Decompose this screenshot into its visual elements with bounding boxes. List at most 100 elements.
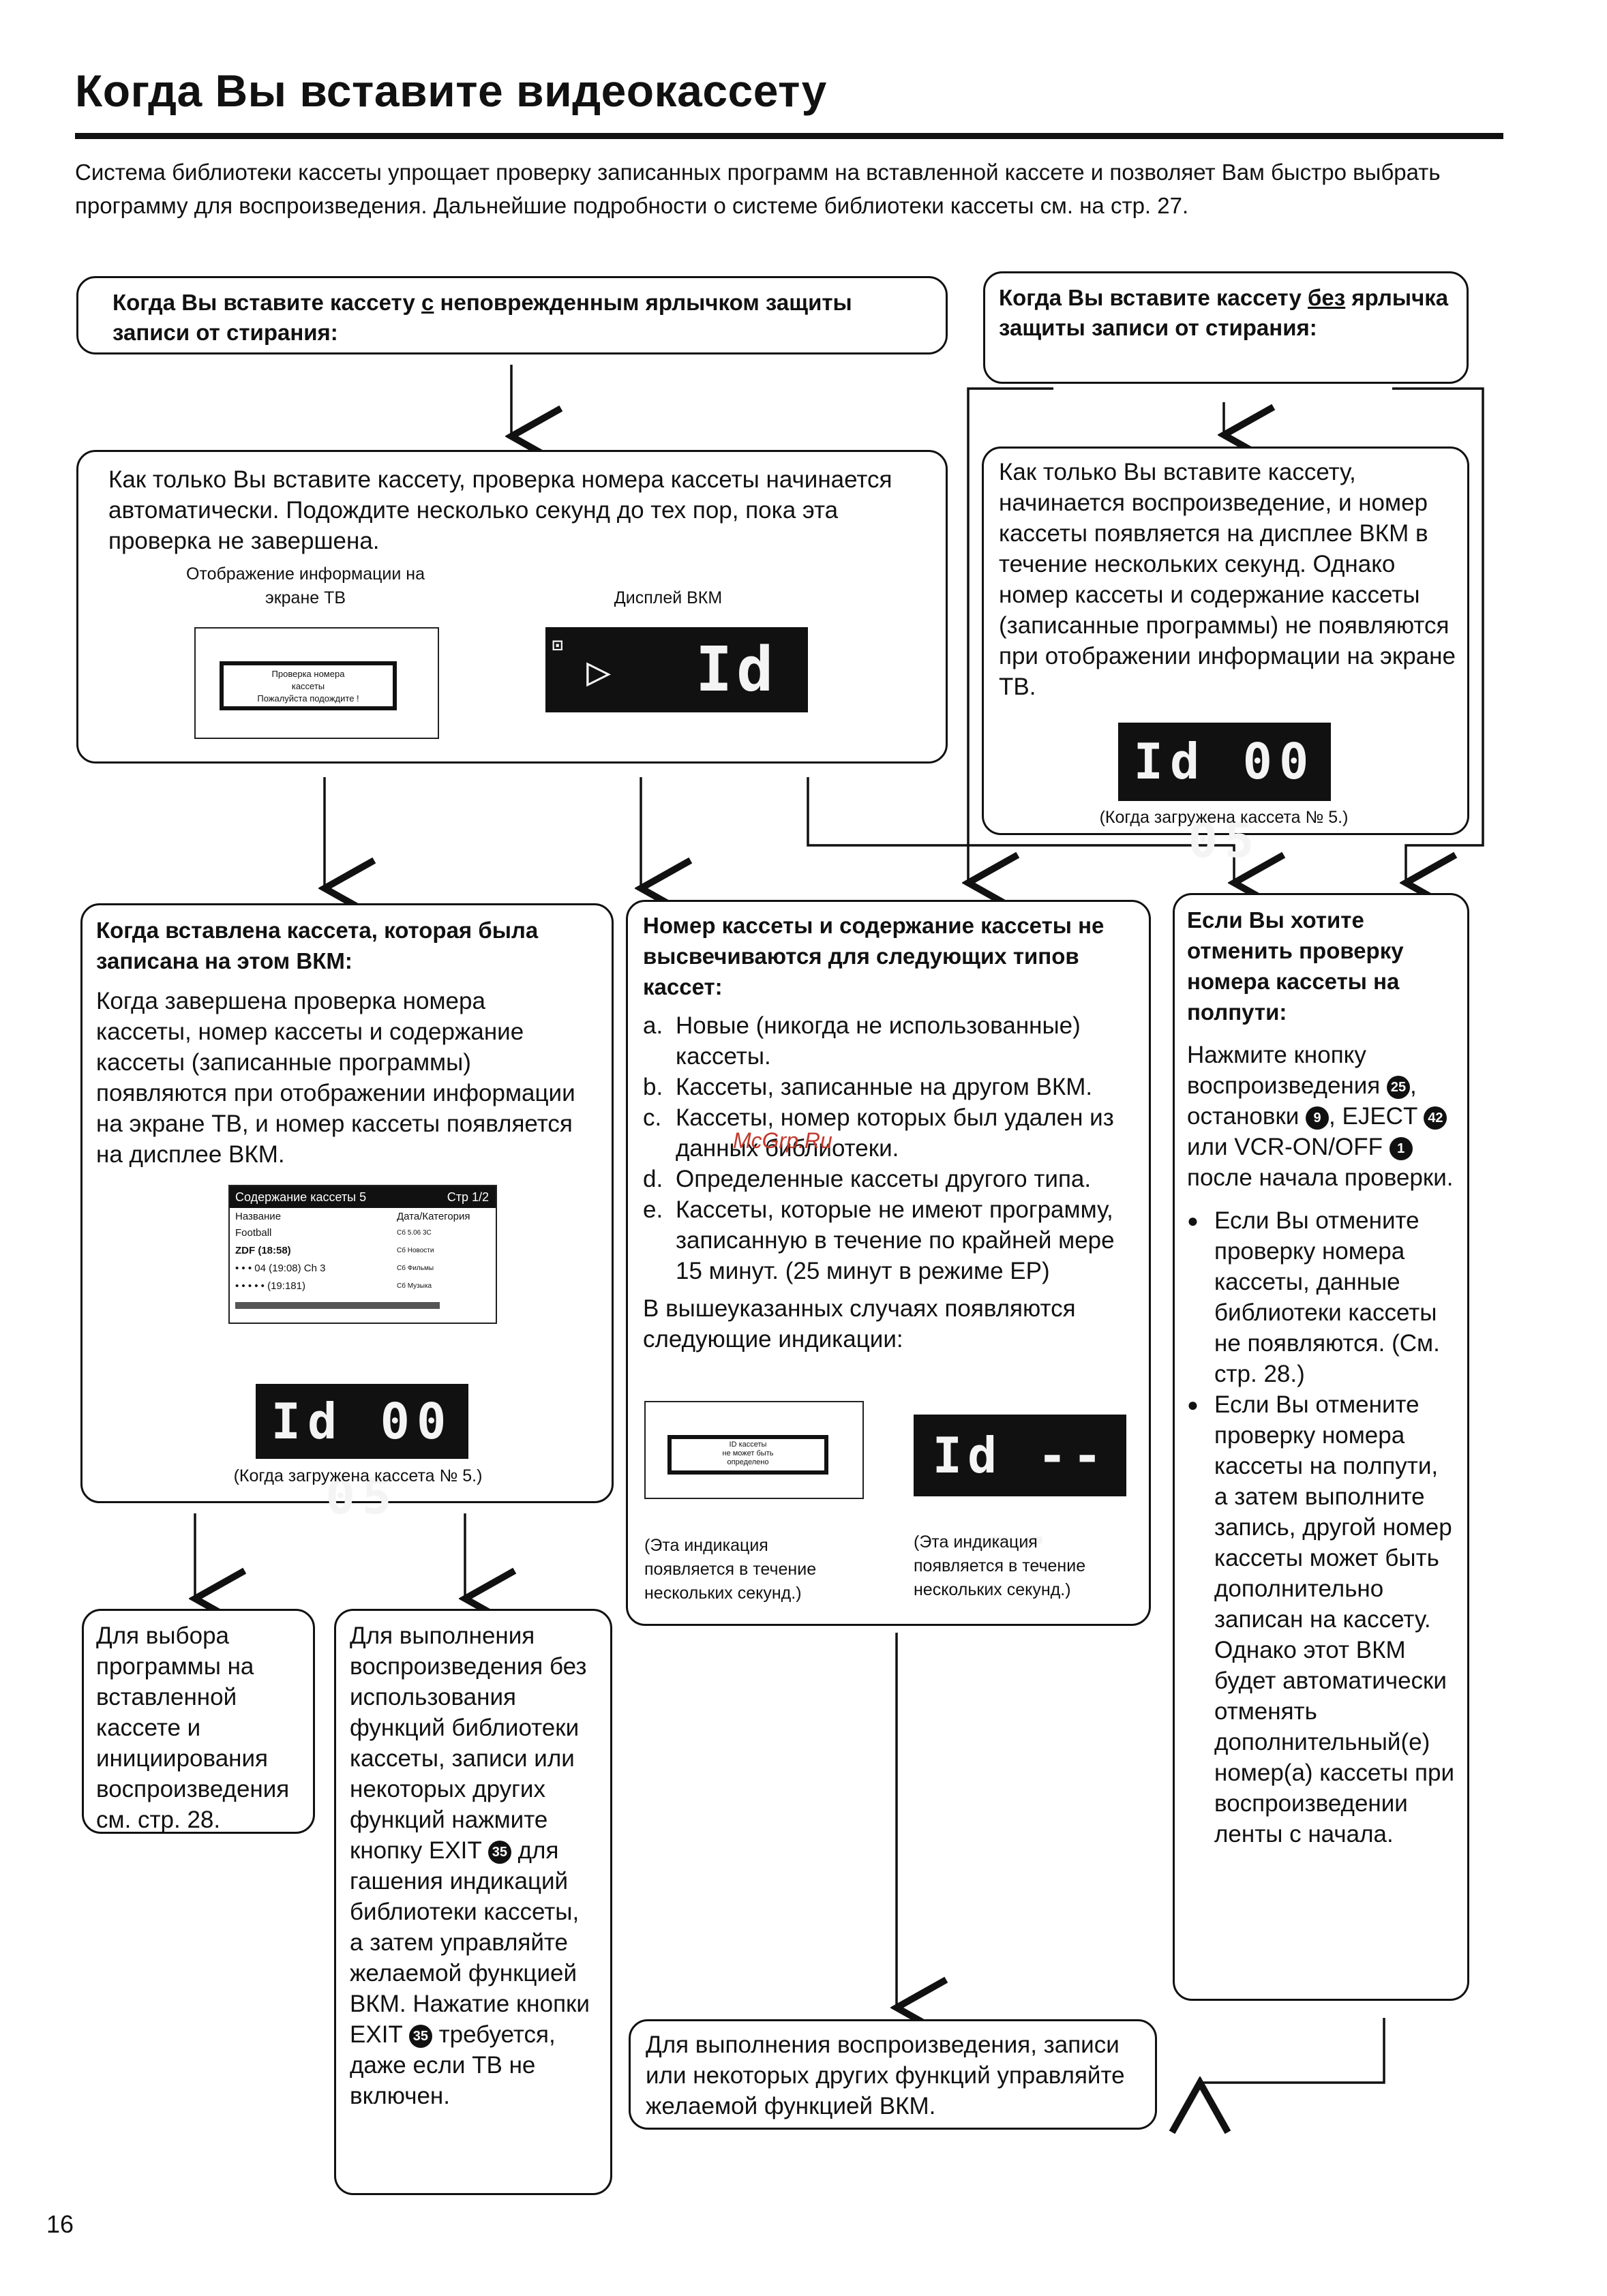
box-exit-instructions: Для выполнения воспроизведения без испол… <box>334 1609 612 2195</box>
item-a-letter: a. <box>643 1012 663 1039</box>
recorded-lcd-caption: (Когда загружена кассета № 5.) <box>233 1466 483 1485</box>
vcr-lcd-cassette-5: Id 00 05 <box>1118 723 1331 868</box>
watermark: McGrp.Ru <box>733 1128 832 1153</box>
not-shown-item-b: b. Кассеты, записанные на другом ВКМ. <box>643 1072 1134 1102</box>
cancel-bullet-2: Если Вы отмените проверку номера кассеты… <box>1187 1389 1455 1849</box>
menu-row-4-date: Сб Музыка <box>397 1282 432 1290</box>
cancel-instructions: Нажмите кнопку воспроизведения 25, остан… <box>1187 1040 1455 1193</box>
box-select-program: Для выбора программы на вставленной касс… <box>82 1609 315 1834</box>
tv-check-line3: Пожалуйста подождите ! <box>257 693 359 704</box>
tv-screen-id-unknown: ID кассеты не может быть определено <box>644 1401 864 1499</box>
tv-checking-message: Проверка номера кассеты Пожалуйста подож… <box>220 661 397 710</box>
playback-lcd-caption: (Когда загружена кассета № 5.) <box>1099 808 1349 827</box>
cancel-text-mid2: , EJECT <box>1329 1103 1424 1130</box>
tv-screen-checking: Проверка номера кассеты Пожалуйста подож… <box>194 627 439 739</box>
menu-row-3[interactable]: • • • 04 (19:08) Ch 3 <box>235 1263 326 1274</box>
menu-body: Название Дата/Категория Football ZDF (18… <box>230 1208 496 1320</box>
box-without-tab: Когда Вы вставите кассету без ярлычка за… <box>983 271 1469 384</box>
item-c-text: Кассеты, номер которых был удален из дан… <box>676 1104 1114 1162</box>
menu-row-3-date: Сб Фильмы <box>397 1265 434 1272</box>
cancel-text-pre: Нажмите кнопку воспроизведения <box>1187 1042 1387 1099</box>
cancel-text-post: после начала проверки. <box>1187 1164 1454 1191</box>
box-not-shown: Номер кассеты и содержание кассеты не вы… <box>626 900 1151 1626</box>
tv-indication-caption: (Эта индикация появляется в течение неск… <box>644 1536 817 1603</box>
box-without-tab-heading: Когда Вы вставите кассету без ярлычка за… <box>999 283 1453 343</box>
eject-button-42-icon: 42 <box>1424 1106 1447 1130</box>
arrow-check-to-cancel <box>807 777 1234 883</box>
menu-header: Содержание кассеты 5 Стр 1/2 <box>230 1186 496 1208</box>
final-text: Для выполнения воспроизведения, записи и… <box>646 2031 1125 2119</box>
stop-button-9-icon: 9 <box>1306 1106 1330 1130</box>
auto-check-text: Как только Вы вставите кассету, проверка… <box>108 466 892 554</box>
cassette-icon: ⊡ <box>552 635 563 656</box>
box-cancel-check: Если Вы хотите отменить проверку номера … <box>1173 893 1469 2001</box>
exit-text-pre: Для выполнения воспроизведения без испол… <box>350 1622 587 1864</box>
playback-start-text: Как только Вы вставите кассету, начинает… <box>999 459 1456 700</box>
vcr-lcd-checking: ⊡ ▷ Id <box>545 627 808 712</box>
menu-col-name: Название <box>235 1211 282 1222</box>
item-b-letter: b. <box>643 1074 663 1100</box>
not-shown-heading: Номер кассеты и содержание кассеты не вы… <box>643 913 1105 999</box>
page-title: Когда Вы вставите видеокассету <box>75 65 827 116</box>
cancel-text-mid1: , остановки <box>1187 1072 1417 1130</box>
tv-display-caption: Отображение информации на экране ТВ <box>185 564 425 607</box>
item-d-letter: d. <box>643 1166 663 1192</box>
menu-row-2-date: Сб Новости <box>397 1247 434 1254</box>
exit-text-mid: для гашения индикаций библиотеки кассеты… <box>350 1837 590 2048</box>
menu-row-1[interactable]: Football <box>235 1227 272 1239</box>
recorded-here-heading: Когда вставлена кассета, которая была за… <box>96 918 539 973</box>
tv-id-unknown-message: ID кассеты не может быть определено <box>667 1435 828 1475</box>
tv-unknown-line1: ID кассеты <box>729 1440 767 1449</box>
not-shown-after: В вышеуказанных случаях появляются следу… <box>643 1295 1076 1353</box>
vcr-lcd-no-id: Id -- -- <box>914 1415 1126 1566</box>
box-final: Для выполнения воспроизведения, записи и… <box>629 2019 1157 2130</box>
item-c-letter: c. <box>643 1104 662 1131</box>
without-tab-underlined: без <box>1308 285 1346 310</box>
without-tab-post: ярлычка защиты записи от стирания: <box>999 285 1449 340</box>
exit-text-post: требуется, даже если ТВ не включен. <box>350 2021 556 2109</box>
vcr-display-caption: Дисплей ВКМ <box>614 588 723 607</box>
menu-header-title: Содержание кассеты 5 <box>235 1190 367 1204</box>
exit-button-35-icon-2: 35 <box>408 2024 432 2048</box>
item-b-text: Кассеты, записанные на другом ВКМ. <box>676 1074 1093 1100</box>
arrow-cancel-to-final <box>1200 2018 1385 2083</box>
menu-row-2[interactable]: ZDF (18:58) <box>235 1245 291 1256</box>
with-tab-underlined: с <box>421 290 434 315</box>
play-button-25-icon: 25 <box>1387 1075 1410 1099</box>
cancel-bullet-1: Если Вы отмените проверку номера кассеты… <box>1187 1205 1455 1389</box>
page-number: 16 <box>46 2210 74 2238</box>
item-a-text: Новые (никогда не использованные) кассет… <box>676 1012 1081 1070</box>
tv-unknown-line2: не может быть <box>722 1449 774 1457</box>
with-tab-post: неповрежденным ярлычком защиты записи от… <box>112 290 852 345</box>
vcr-lcd-recorded: Id 00 05 <box>256 1384 468 1525</box>
lcd-id-text: Id <box>695 634 778 706</box>
menu-row-1-date: Сб 5.06 3С <box>397 1229 432 1237</box>
not-shown-item-e: e. Кассеты, которые не имеют программу, з… <box>643 1194 1134 1286</box>
without-tab-pre: Когда Вы вставите кассету <box>999 285 1308 310</box>
play-triangle-icon: ▷ <box>586 648 612 695</box>
intro-paragraph: Система библиотеки кассеты упрощает пров… <box>75 160 1441 218</box>
menu-progress-bar <box>235 1302 440 1309</box>
cancel-text-mid3: или VCR-ON/OFF <box>1187 1134 1390 1160</box>
cancel-bullets: Если Вы отмените проверку номера кассеты… <box>1187 1205 1455 1849</box>
title-rule <box>75 133 1503 139</box>
arrow-without-tab-to-cancel <box>1392 387 1484 883</box>
box-with-tab-heading: Когда Вы вставите кассету с неповрежденн… <box>112 288 912 348</box>
arrow-without-tab-to-not-shown <box>968 387 1053 883</box>
exit-text: Для выполнения воспроизведения без испол… <box>350 1620 597 2111</box>
exit-button-35-icon: 35 <box>487 1840 511 1864</box>
menu-row-4[interactable]: • • • • • (19:181) <box>235 1280 305 1292</box>
with-tab-pre: Когда Вы вставите кассету <box>112 290 422 315</box>
recorded-here-text: Когда завершена проверка номера кассеты,… <box>96 988 575 1168</box>
not-shown-item-d: d.Определенные кассеты другого типа. <box>643 1164 1134 1194</box>
not-shown-list: a. Новые (никогда не использованные) касс… <box>643 1010 1134 1286</box>
select-program-text: Для выбора программы на вставленной касс… <box>96 1622 290 1833</box>
tv-unknown-line3: определено <box>727 1458 769 1466</box>
item-e-letter: e. <box>643 1196 663 1223</box>
tv-check-line2: кассеты <box>291 681 325 691</box>
lcd-indication-caption: (Эта индикация появляется в течение неск… <box>914 1532 1086 1599</box>
item-e-text: Кассеты, которые не имеют программу, зап… <box>676 1196 1115 1284</box>
tv-cassette-contents-menu: Содержание кассеты 5 Стр 1/2 Название Да… <box>228 1185 497 1324</box>
menu-page-indicator: Стр 1/2 <box>447 1190 489 1204</box>
